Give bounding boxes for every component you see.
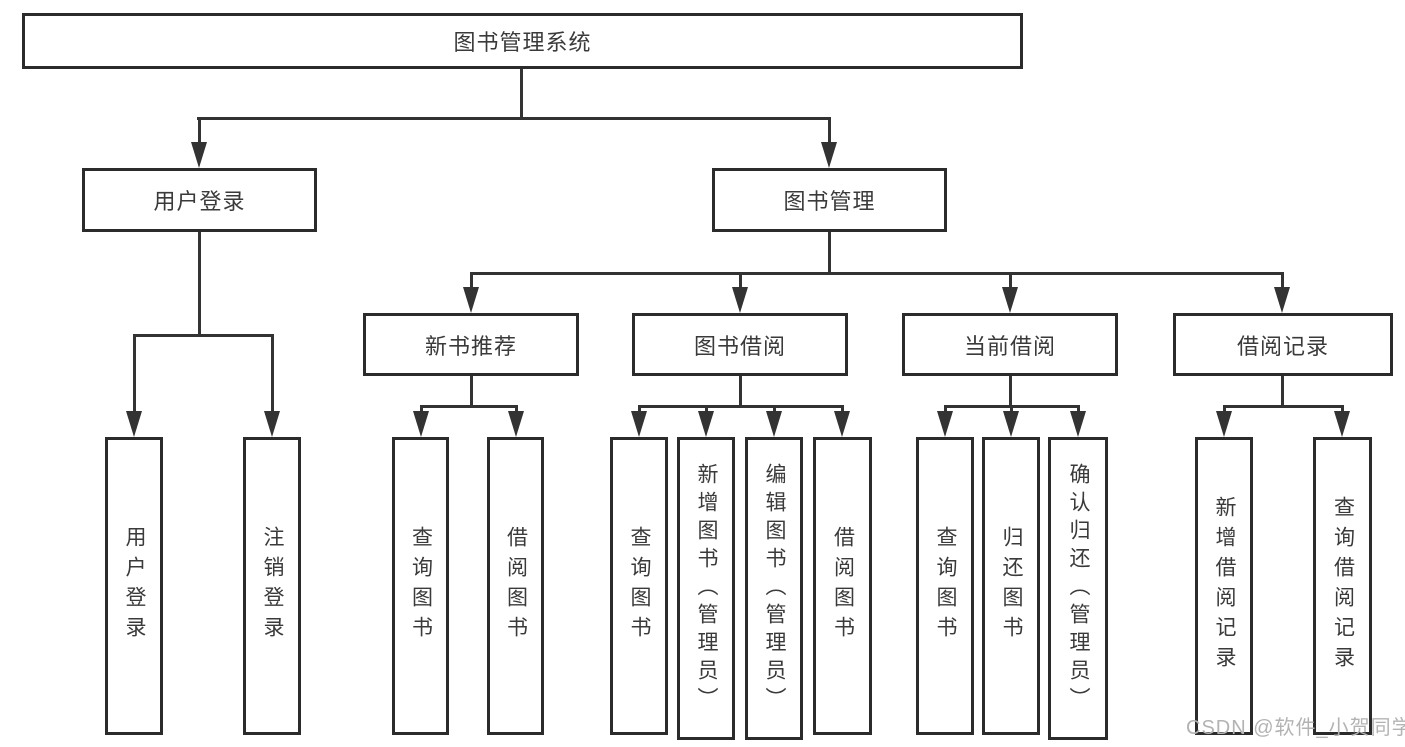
arrow-into-borrow-records <box>1273 287 1290 313</box>
node-add-book-admin: 新增图书（管理员） <box>677 437 735 740</box>
node-query-books-2: 查询图书 <box>610 437 668 735</box>
connector-book-borrow-branch <box>637 404 844 408</box>
arrow-into-add-borrow-record <box>1215 411 1232 437</box>
connector-drop-book-borrow <box>738 273 742 288</box>
node-query-borrow-record: 查询借阅记录 <box>1313 437 1372 735</box>
node-root-library-system: 图书管理系统 <box>22 13 1023 69</box>
arrow-into-query-books-1 <box>412 411 429 437</box>
arrow-into-add-book-admin <box>697 411 714 437</box>
arrow-into-logout <box>263 411 280 437</box>
arrow-into-query-borrow-record <box>1333 411 1350 437</box>
arrow-into-return-book <box>1002 411 1019 437</box>
arrow-into-user-login-leaf <box>125 411 142 437</box>
connector-book-borrow-stem <box>738 376 742 407</box>
node-edit-book-admin: 编辑图书（管理员） <box>745 437 803 740</box>
node-book-management: 图书管理 <box>712 168 947 232</box>
arrow-into-borrow-book-2 <box>833 411 850 437</box>
node-borrow-book-1: 借阅图书 <box>487 437 544 735</box>
node-add-borrow-record: 新增借阅记录 <box>1195 437 1253 735</box>
arrow-into-borrow-book-1 <box>507 411 524 437</box>
node-user-login-leaf: 用户登录 <box>105 437 163 735</box>
connector-drop-confirm-return <box>1076 406 1080 412</box>
node-borrow-book-2: 借阅图书 <box>813 437 872 735</box>
connector-new-book-recommend-branch <box>419 404 518 408</box>
arrow-into-query-books-2 <box>630 411 647 437</box>
node-book-borrow: 图书借阅 <box>632 313 848 376</box>
connector-drop-query-borrow-record <box>1340 406 1344 412</box>
arrow-into-current-borrow <box>1001 287 1018 313</box>
connector-drop-new-book-recommend <box>469 273 473 288</box>
arrow-into-book-management <box>821 142 837 168</box>
connector-user-login-stem <box>198 232 201 336</box>
connector-borrow-records-stem <box>1280 376 1284 407</box>
connector-new-book-recommend-stem <box>469 376 473 407</box>
node-logout: 注销登录 <box>243 437 301 735</box>
node-new-book-recommend: 新书推荐 <box>363 313 579 376</box>
node-query-books-1: 查询图书 <box>392 437 449 735</box>
node-return-book: 归还图书 <box>982 437 1040 735</box>
connector-drop-user-login <box>198 118 201 143</box>
connector-borrow-records-branch <box>1222 404 1344 408</box>
arrow-into-book-borrow <box>731 287 748 313</box>
connector-drop-current-borrow <box>1008 273 1012 288</box>
connector-drop-borrow-records <box>1280 273 1284 288</box>
csdn-watermark: CSDN @软件_小贺同学 <box>1186 717 1405 739</box>
arrow-into-user-login <box>191 142 207 168</box>
connector-book-management-branch <box>469 271 1284 275</box>
connector-root-stem <box>519 69 523 118</box>
connector-drop-logout <box>270 335 274 411</box>
connector-drop-query-books-1 <box>419 406 423 412</box>
connector-current-borrow-stem <box>1008 376 1012 407</box>
node-current-borrow: 当前借阅 <box>902 313 1118 376</box>
arrow-into-query-books-3 <box>936 411 953 437</box>
arrow-into-new-book-recommend <box>462 287 479 313</box>
connector-drop-borrow-book-1 <box>514 406 518 412</box>
connector-drop-add-book-admin <box>704 406 708 412</box>
arrow-into-edit-book-admin <box>765 411 782 437</box>
node-borrow-records: 借阅记录 <box>1173 313 1393 376</box>
connector-drop-add-borrow-record <box>1222 406 1226 412</box>
connector-book-management-stem <box>828 232 831 273</box>
node-query-books-3: 查询图书 <box>916 437 974 735</box>
connector-drop-borrow-book-2 <box>840 406 844 412</box>
connector-drop-query-books-3 <box>943 406 947 412</box>
connector-user-login-branch <box>132 333 274 337</box>
arrow-into-confirm-return <box>1069 411 1086 437</box>
node-confirm-return-admin: 确认归还（管理员） <box>1048 437 1108 740</box>
node-user-login: 用户登录 <box>82 168 317 232</box>
connector-drop-return-book <box>1009 406 1013 412</box>
connector-drop-query-books-2 <box>637 406 641 412</box>
connector-drop-edit-book-admin <box>772 406 776 412</box>
connector-drop-book-management <box>828 118 831 143</box>
connector-root-branch <box>196 116 831 120</box>
connector-drop-user-login-leaf <box>132 335 136 411</box>
